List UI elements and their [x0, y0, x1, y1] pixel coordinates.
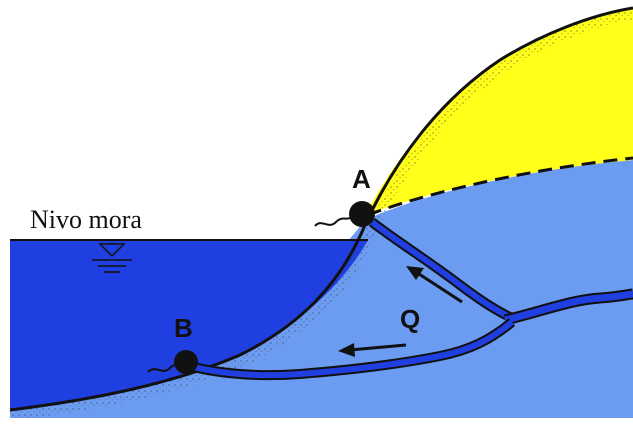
channel-upper-fill [370, 219, 514, 321]
channel-lower-fill [189, 319, 514, 379]
spring-b-icon [147, 350, 198, 374]
shore-speckle [9, 9, 633, 421]
dry-soil-zone [365, 8, 633, 215]
water-level-label: Nivo mora [30, 205, 142, 234]
spring-a-icon [314, 201, 375, 227]
water-table-dashed [367, 156, 633, 217]
channel-right-fill [504, 290, 633, 324]
water-level-icon [92, 243, 132, 273]
point-a-label: A [352, 164, 371, 194]
point-b-label: B [174, 313, 193, 343]
arrow-up-left-icon [406, 266, 463, 304]
sea-body [10, 240, 368, 410]
flow-label: Q [400, 304, 420, 334]
arrow-left-icon [338, 343, 407, 357]
